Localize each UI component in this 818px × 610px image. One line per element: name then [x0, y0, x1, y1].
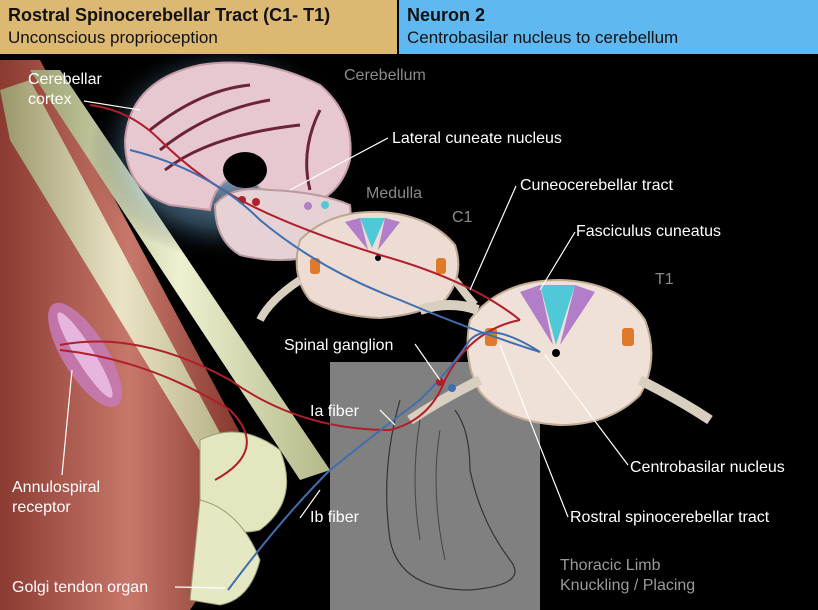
c1-label: C1 [452, 208, 472, 228]
centrobasilar-nucleus-label: Centrobasilar nucleus [630, 458, 785, 478]
thoracic-limb-line2: Knuckling / Placing [560, 576, 695, 596]
spinal-ganglion-label: Spinal ganglion [284, 336, 393, 356]
golgi-tendon-organ-label: Golgi tendon organ [12, 578, 148, 598]
lateral-cuneate-nucleus-label: Lateral cuneate nucleus [392, 129, 562, 149]
annulospiral-line1: Annulospiral [12, 478, 100, 498]
medulla-label: Medulla [366, 184, 422, 204]
t1-label: T1 [655, 270, 674, 290]
cuneocerebellar-tract-label: Cuneocerebellar tract [520, 176, 673, 196]
rostral-spinocerebellar-tract-label: Rostral spinocerebellar tract [570, 508, 769, 528]
fasciculus-cuneatus-label: Fasciculus cuneatus [576, 222, 721, 242]
cerebellar-cortex-label: Cerebellar cortex [28, 70, 102, 110]
header-tract-title: Rostral Spinocerebellar Tract (C1- T1) [8, 3, 389, 27]
annulospiral-receptor-label: Annulospiral receptor [12, 478, 100, 518]
annulospiral-line2: receptor [12, 498, 100, 518]
ia-fiber-label: Ia fiber [310, 402, 359, 422]
thoracic-limb-label: Thoracic Limb Knuckling / Placing [560, 556, 695, 596]
cerebellar-cortex-line2: cortex [28, 90, 102, 110]
header-neuron-title: Neuron 2 [407, 3, 810, 27]
thoracic-limb-line1: Thoracic Limb [560, 556, 695, 576]
header-neuron: Neuron 2 Centrobasilar nucleus to cerebe… [399, 0, 818, 54]
header-neuron-subtitle: Centrobasilar nucleus to cerebellum [407, 27, 810, 49]
cerebellum-label: Cerebellum [344, 66, 426, 86]
ib-fiber-label: Ib fiber [310, 508, 359, 528]
header-tract-subtitle: Unconscious proprioception [8, 27, 389, 49]
cerebellar-cortex-line1: Cerebellar [28, 70, 102, 90]
header-tract: Rostral Spinocerebellar Tract (C1- T1) U… [0, 0, 397, 54]
